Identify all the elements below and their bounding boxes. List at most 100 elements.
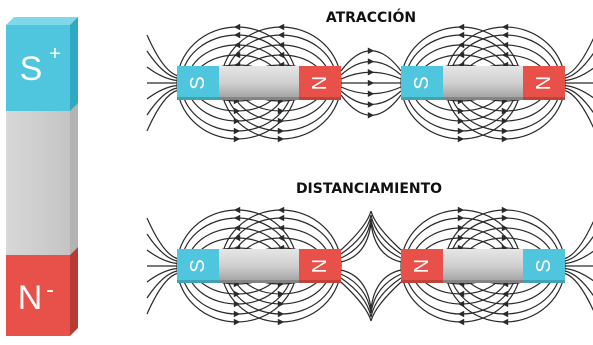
field-arrow — [457, 206, 465, 214]
field-arrow — [457, 135, 465, 143]
pole-label: S — [411, 76, 433, 89]
vertical-magnet-side-north — [70, 247, 78, 336]
field-arrow — [233, 107, 241, 115]
south-pole-right — [523, 249, 565, 283]
vertical-magnet-body — [6, 111, 70, 255]
pole-label: S — [533, 259, 555, 272]
pole-label: N — [309, 76, 331, 90]
field-fan-left — [146, 89, 178, 132]
field-arrow — [501, 310, 509, 318]
field-arrow — [277, 135, 285, 143]
field-fan-left — [146, 66, 178, 82]
magnet-body — [219, 66, 299, 100]
repulsion-line — [340, 273, 372, 314]
bridge-arrow — [367, 79, 375, 87]
field-arrow — [501, 234, 509, 242]
field-arrow — [457, 23, 465, 31]
magnet-shadow — [177, 280, 341, 283]
field-arrow — [233, 31, 241, 39]
repulsion-line — [370, 277, 402, 318]
pole-label: N — [411, 259, 433, 273]
bridge-arrow — [367, 101, 375, 108]
field-fan-right — [564, 272, 593, 312]
field-arrow — [233, 135, 241, 143]
vertical-magnet-top-face — [6, 17, 78, 25]
repulsion-line — [340, 210, 372, 251]
repulsion-line — [370, 218, 402, 259]
field-arrow — [233, 234, 241, 242]
vertical-magnet-south — [6, 25, 70, 111]
repulsion-line — [340, 281, 372, 322]
vertical-north-sign: - — [46, 277, 54, 304]
bridge-arrow — [367, 112, 375, 119]
south-pole-left — [177, 249, 219, 283]
field-arrow — [457, 234, 465, 242]
repulsion-line — [370, 269, 402, 310]
field-arrow — [457, 310, 465, 318]
field-arrow — [233, 127, 241, 135]
magnet-body — [443, 66, 523, 100]
bridge-arrow — [367, 58, 375, 65]
field-fan-right — [564, 67, 593, 82]
field-fan-left — [146, 50, 178, 79]
pole-label: S — [187, 259, 209, 272]
field-fan-left — [146, 270, 178, 299]
field-arrow — [457, 31, 465, 39]
repulsion-line — [340, 218, 372, 259]
field-fan-right — [564, 250, 593, 265]
field-fan-right — [564, 89, 593, 129]
field-arrow — [277, 107, 285, 115]
field-arrow — [233, 290, 241, 298]
field-fan-right — [564, 37, 593, 77]
vertical-magnet: S + N - — [6, 17, 78, 336]
vertical-magnet-side-south — [70, 17, 78, 111]
vertical-magnet-north — [6, 255, 70, 336]
repulsion-line — [370, 222, 402, 263]
bridge-arrow — [367, 90, 375, 97]
field-arrow — [457, 214, 465, 222]
field-arrow — [277, 51, 285, 59]
magnet-shadow — [401, 97, 565, 100]
field-arrow — [501, 206, 509, 214]
field-arrow — [233, 214, 241, 222]
field-arrow — [277, 206, 285, 214]
north-pole-right — [523, 66, 565, 100]
magnet-body — [219, 249, 299, 283]
vertical-south-sign: + — [49, 43, 61, 65]
field-fan-right — [564, 235, 593, 262]
field-arrow — [233, 318, 241, 326]
south-pole-left — [401, 66, 443, 100]
field-fan-right — [564, 270, 593, 297]
field-arrow — [501, 107, 509, 115]
magnet-shadow — [177, 97, 341, 100]
field-arrow — [457, 127, 465, 135]
repulsion-line — [370, 210, 402, 251]
bridge-arrow — [367, 69, 375, 76]
field-fan-left — [146, 34, 178, 77]
pole-label: S — [187, 76, 209, 89]
field-arrow — [457, 107, 465, 115]
pole-label: N — [309, 259, 331, 273]
field-arrow — [501, 135, 509, 143]
field-arrow — [233, 51, 241, 59]
field-fan-left — [146, 217, 178, 260]
repulsion-line — [340, 277, 372, 318]
field-fan-left — [146, 249, 178, 265]
field-fan-left — [146, 87, 178, 116]
field-arrow — [501, 290, 509, 298]
vertical-south-label: S — [20, 50, 43, 88]
field-arrow — [277, 290, 285, 298]
field-arrow — [501, 214, 509, 222]
magnet-shadow — [401, 280, 565, 283]
field-arrow — [457, 51, 465, 59]
bridge-arrow — [367, 47, 375, 54]
north-pole-right — [299, 249, 341, 283]
field-arrow — [501, 127, 509, 135]
repulsion-line — [370, 214, 402, 255]
field-arrow — [501, 318, 509, 326]
field-arrow — [277, 31, 285, 39]
